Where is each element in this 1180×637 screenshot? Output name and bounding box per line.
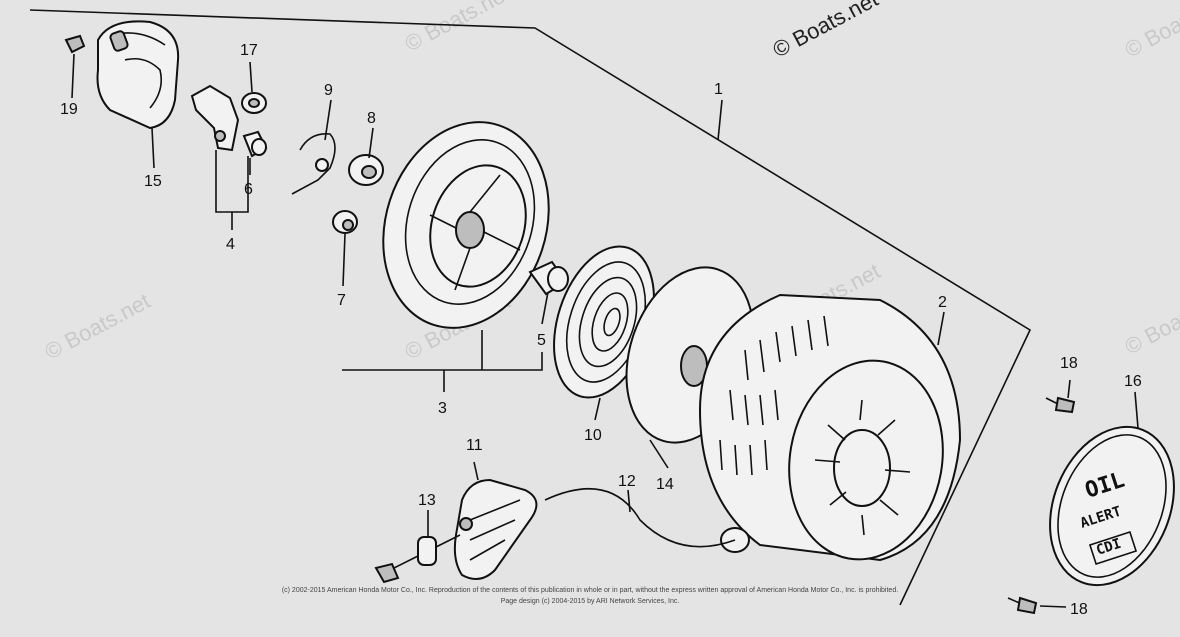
part-18-bolt-upper[interactable] xyxy=(1045,396,1076,414)
part-2-starter-case[interactable] xyxy=(698,293,962,572)
part-19-nut[interactable] xyxy=(64,34,86,54)
part-16-oil-alert-decal[interactable]: OIL ALERT CDI xyxy=(1028,408,1180,604)
page-design-credit: Page design (c) 2004-2015 by ARI Network… xyxy=(500,598,680,605)
part-18-bolt-lower[interactable] xyxy=(1007,596,1038,615)
callout-9: 9 xyxy=(324,82,333,99)
part-17-collar[interactable] xyxy=(241,92,267,114)
part-13-rope-knot[interactable] xyxy=(374,534,461,584)
part-15-cover[interactable] xyxy=(96,20,180,130)
callout-12: 12 xyxy=(618,473,636,490)
callout-6: 6 xyxy=(244,181,253,198)
decal-text-cdi: CDI xyxy=(1094,536,1123,559)
callout-2: 2 xyxy=(938,294,947,311)
callout-11: 11 xyxy=(466,437,483,454)
callout-18-upper: 18 xyxy=(1060,355,1078,372)
callout-1: 1 xyxy=(714,81,723,98)
callout-5: 5 xyxy=(537,332,546,349)
callout-10: 10 xyxy=(584,427,602,444)
callout-13: 13 xyxy=(418,492,436,509)
part-8-guide[interactable] xyxy=(348,154,384,186)
callout-17: 17 xyxy=(240,42,258,59)
callout-4: 4 xyxy=(226,236,235,253)
watermark-text: © Boats.net xyxy=(1121,283,1180,359)
assembly-outline xyxy=(29,9,1032,606)
callout-19: 19 xyxy=(60,101,78,118)
callout-16: 16 xyxy=(1124,373,1142,390)
part-11-starter-grip[interactable] xyxy=(453,478,538,580)
callout-15: 15 xyxy=(144,173,162,190)
watermark-text-main: © Boats.net xyxy=(769,0,883,62)
watermark-text: © Boats.net xyxy=(41,288,155,364)
part-9-spring[interactable] xyxy=(291,133,336,195)
callout-3: 3 xyxy=(438,400,447,417)
callout-7: 7 xyxy=(337,292,346,309)
copyright-footer: (c) 2002-2015 American Honda Motor Co., … xyxy=(160,585,1020,607)
copyright-line: (c) 2002-2015 American Honda Motor Co., … xyxy=(281,587,899,594)
watermark-text: © Boats.net xyxy=(401,0,515,56)
callout-14: 14 xyxy=(656,476,674,493)
callout-8: 8 xyxy=(367,110,376,127)
part-12-starter-rope[interactable] xyxy=(544,487,736,548)
part-3-starter-reel[interactable] xyxy=(357,100,574,349)
watermark-text: © Boats.net xyxy=(1121,0,1180,62)
part-5-collar[interactable] xyxy=(528,260,569,296)
callout-18-lower: 18 xyxy=(1070,601,1088,618)
part-4-ratchet-pawl[interactable] xyxy=(190,84,240,152)
part-7-collar[interactable] xyxy=(332,210,358,234)
part-6-collar[interactable] xyxy=(242,130,268,158)
leader-lines xyxy=(71,53,1139,608)
